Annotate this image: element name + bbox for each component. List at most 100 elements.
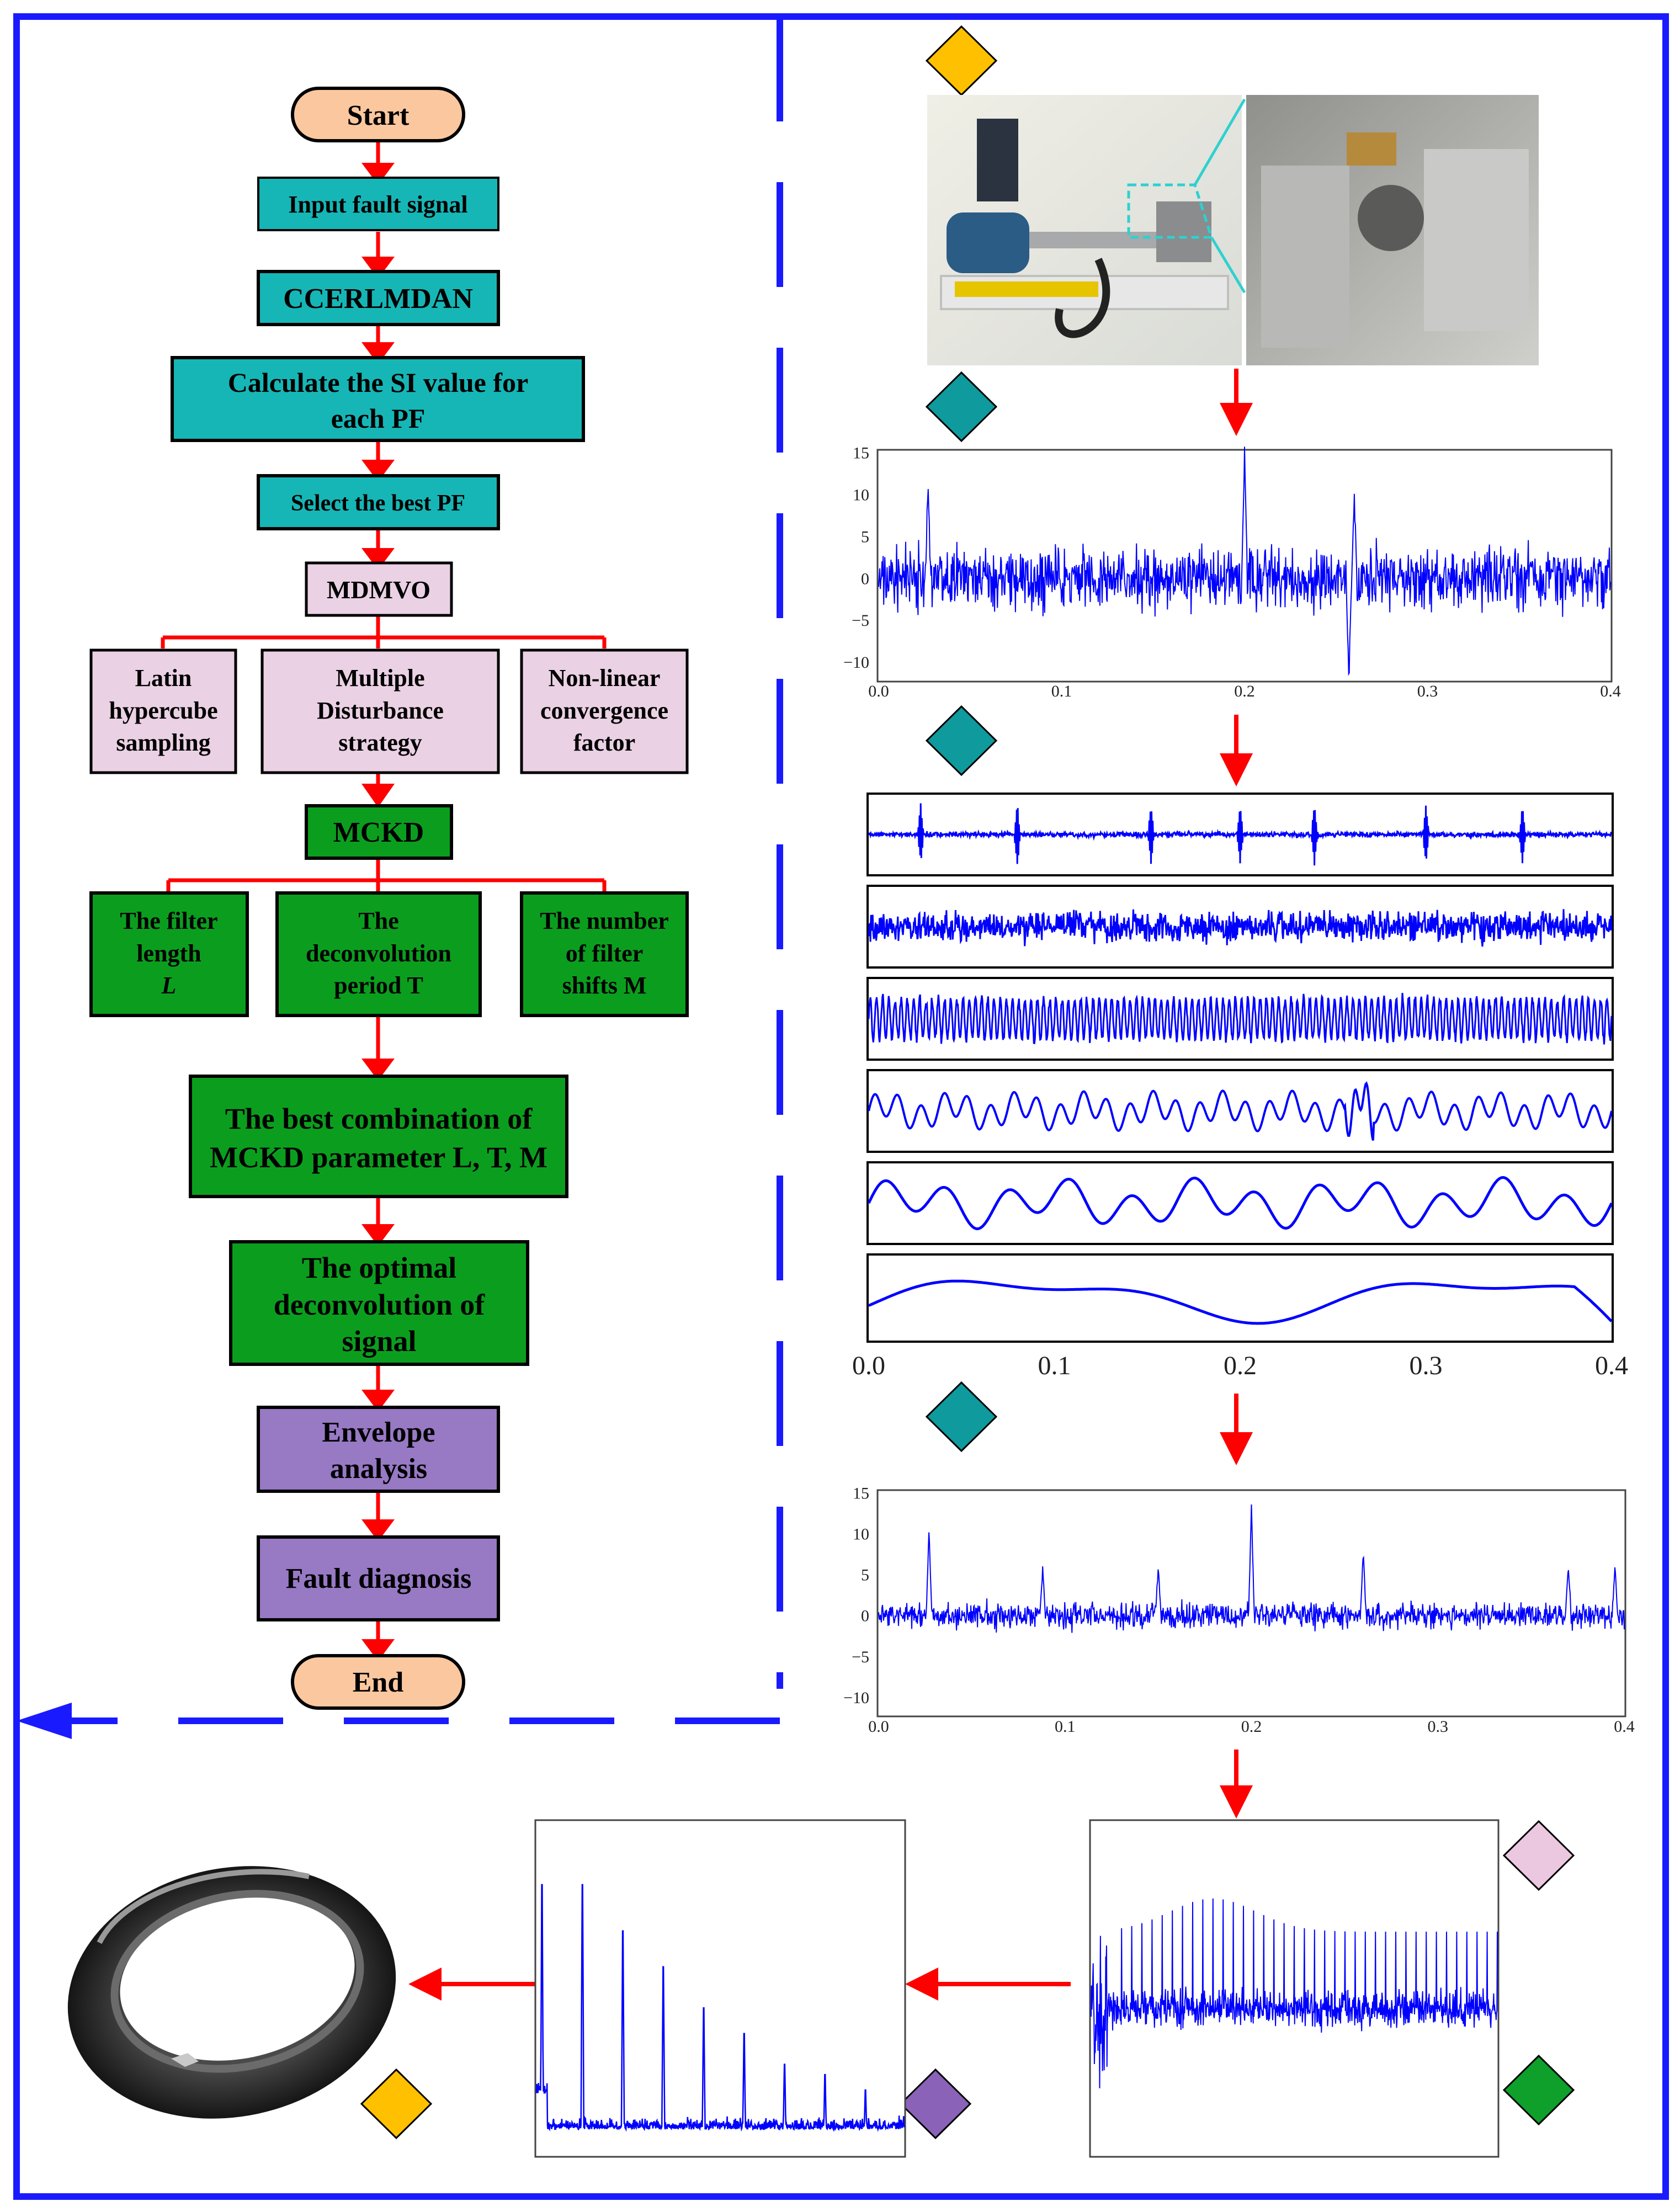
end-terminal — [291, 1654, 465, 1710]
best-combination-line2: MCKD parameter L, T, M — [210, 1141, 547, 1174]
deconv-y-tick-5: −10 — [843, 1689, 869, 1707]
diamond-teal-1-icon — [925, 371, 998, 443]
filter-length-line3: L — [161, 972, 177, 999]
deconv-x-tick-3: 0.3 — [1428, 1718, 1449, 1736]
raw-y-tick-1: 10 — [853, 486, 869, 504]
component-2-trace — [868, 909, 1613, 947]
deconvolved-signal-frame — [876, 1489, 1626, 1718]
arrowhead-8 — [361, 1224, 395, 1246]
motor-shape — [947, 212, 1029, 273]
decomp-x-tick-0: 0.0 — [852, 1351, 885, 1380]
input-label: Input fault signal — [288, 191, 467, 218]
filter-shifts-box — [520, 891, 689, 1017]
diamond-teal-2-icon — [925, 705, 998, 777]
arrowhead-5 — [361, 548, 395, 570]
raw-y-tick-5: −10 — [843, 653, 869, 672]
filter-shifts-line3: shifts M — [562, 972, 647, 999]
raw-x-tick-3: 0.3 — [1417, 682, 1438, 700]
arrowhead-10 — [361, 1519, 395, 1541]
nonlinear-box — [520, 648, 689, 774]
return-arrowhead — [17, 1703, 72, 1739]
deconv-y-tick-4: −5 — [852, 1648, 869, 1666]
impulse-signal-trace — [1091, 1898, 1498, 2088]
deconv-period-box — [275, 891, 482, 1017]
ccerlmdan-label: CCERLMDAN — [283, 283, 473, 315]
impulse-signal-chart — [1089, 1819, 1500, 2158]
component-4-frame — [866, 1069, 1614, 1153]
raw-signal-trace — [878, 446, 1611, 676]
mckd-label: MCKD — [333, 817, 424, 848]
arrowhead-3 — [361, 342, 395, 364]
si-line2: each PF — [331, 403, 426, 434]
bearing-housing-shape — [1156, 201, 1211, 262]
deconv-x-tick-2: 0.2 — [1241, 1718, 1262, 1736]
latin-box — [89, 648, 237, 774]
deconv-y-tick-1: 10 — [853, 1525, 869, 1544]
fault-diagnosis-box — [257, 1535, 500, 1621]
raw-y-tick-4: −5 — [852, 612, 869, 630]
component-4-trace — [868, 1081, 1613, 1141]
disturb-line3: strategy — [338, 729, 422, 756]
envelope-box — [257, 1406, 500, 1493]
deconv-period-line3: period T — [334, 972, 423, 999]
filter-shifts-line1: The number — [540, 907, 668, 934]
raw-x-tick-0: 0.0 — [868, 682, 889, 700]
si-box — [171, 356, 585, 442]
ring-highlight — [97, 1869, 310, 1944]
component-1-trace — [868, 803, 1612, 866]
deconv-y-tick-3: 0 — [861, 1607, 869, 1625]
deconv-period-line2: deconvolution — [306, 940, 451, 967]
hydraulic-jack-shape — [955, 281, 1098, 297]
controller-shape — [977, 119, 1018, 201]
start-terminal — [291, 87, 465, 142]
hose-shape — [1055, 258, 1110, 338]
arrowhead-9 — [361, 1390, 395, 1412]
diamond-gold-top-icon — [925, 25, 998, 97]
bearing-circle — [1358, 185, 1424, 251]
select-label: Select the best PF — [291, 491, 465, 516]
optimal-line1: The optimal — [302, 1251, 457, 1284]
latin-line2: hypercube — [109, 697, 217, 724]
raw-x-tick-2: 0.2 — [1234, 682, 1255, 700]
arrowhead-6 — [361, 784, 395, 807]
decomp-x-tick-2: 0.2 — [1224, 1351, 1257, 1380]
deconv-x-tick-1: 0.1 — [1055, 1718, 1076, 1736]
decomp-x-tick-1: 0.1 — [1038, 1351, 1071, 1380]
component-6-trace — [868, 1279, 1613, 1325]
deconv-y-tick-0: 15 — [853, 1485, 869, 1503]
nonlinear-line1: Non-linear — [549, 664, 661, 692]
diamond-markers — [360, 25, 1575, 2140]
arrowhead-7 — [361, 1059, 395, 1081]
deconv-period-line1: The — [358, 907, 398, 934]
ccerlmdan-box — [257, 270, 500, 326]
ring-inner-hole — [120, 1896, 355, 2061]
raw-x-tick-4: 0.4 — [1600, 682, 1621, 700]
disturb-line1: Multiple — [336, 664, 424, 692]
arrowhead-11 — [361, 1639, 395, 1661]
disturb-box — [260, 648, 500, 774]
arrowhead-4 — [361, 460, 395, 482]
right-flow-arrows — [408, 369, 1253, 2001]
optimal-deconvolution-box — [229, 1240, 529, 1366]
flowchart: Start Input fault signal CCERLMDAN Calcu… — [89, 87, 689, 1710]
diamond-purple-icon — [899, 2068, 972, 2140]
envelope-spectrum-trace — [535, 1884, 905, 2133]
deconvolved-signal-trace — [878, 1504, 1625, 1633]
zoom-callout — [1127, 183, 1214, 239]
zoom-line-bottom — [1210, 236, 1246, 294]
decomp-x-tick-3: 0.3 — [1410, 1351, 1443, 1380]
diamond-gold-bottom-icon — [360, 2068, 433, 2140]
latin-line3: sampling — [116, 729, 210, 756]
component-6-frame — [866, 1253, 1614, 1343]
fixture-block-right — [1424, 149, 1529, 331]
filter-shifts-line2: of filter — [566, 940, 643, 967]
